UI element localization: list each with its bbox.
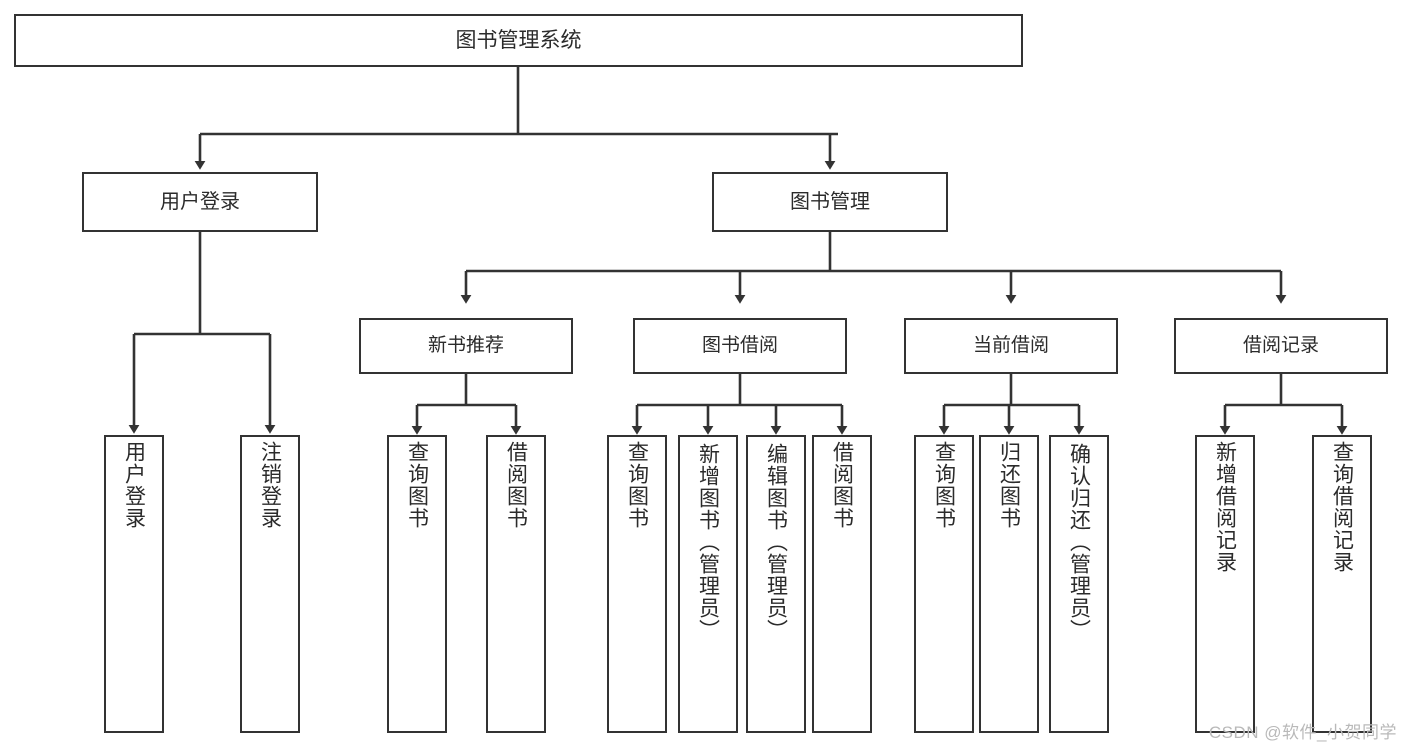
node-label: 归还图书 <box>997 441 1021 529</box>
node-label: 图书管理 <box>790 190 870 213</box>
leaf-borrow-book[interactable]: 借阅图书 <box>812 435 872 733</box>
watermark: CSDN @软件_小贺同学 <box>1208 723 1397 742</box>
node-new-book-recommend[interactable]: 新书推荐 <box>359 318 573 374</box>
leaf-confirm-return-admin[interactable]: 确认归还（管理员） <box>1049 435 1109 733</box>
node-label: 新增图书（管理员） <box>696 443 720 641</box>
node-book-management[interactable]: 图书管理 <box>712 172 948 232</box>
node-borrow-record[interactable]: 借阅记录 <box>1174 318 1388 374</box>
node-label: 借阅图书 <box>830 441 854 529</box>
leaf-query-book-recommend[interactable]: 查询图书 <box>387 435 447 733</box>
leaf-query-borrow-record[interactable]: 查询借阅记录 <box>1312 435 1372 733</box>
node-label: 确认归还（管理员） <box>1067 443 1091 641</box>
node-label: 注销登录 <box>258 441 282 529</box>
node-label: 查询图书 <box>625 441 649 529</box>
leaf-add-borrow-record[interactable]: 新增借阅记录 <box>1195 435 1255 733</box>
node-label: 用户登录 <box>160 190 240 213</box>
node-root-system[interactable]: 图书管理系统 <box>14 14 1023 67</box>
node-user-login[interactable]: 用户登录 <box>82 172 318 232</box>
node-label: 图书管理系统 <box>455 28 582 52</box>
node-label: 查询图书 <box>932 441 956 529</box>
node-label: 编辑图书（管理员） <box>764 443 788 641</box>
node-label: 借阅记录 <box>1242 335 1319 357</box>
leaf-return-book[interactable]: 归还图书 <box>979 435 1039 733</box>
node-current-borrow[interactable]: 当前借阅 <box>904 318 1118 374</box>
node-label: 图书借阅 <box>701 335 778 357</box>
node-label: 新书推荐 <box>427 335 504 357</box>
leaf-query-book-current[interactable]: 查询图书 <box>914 435 974 733</box>
node-label: 查询借阅记录 <box>1330 441 1354 573</box>
node-book-borrow[interactable]: 图书借阅 <box>633 318 847 374</box>
node-label: 当前借阅 <box>972 335 1049 357</box>
node-label: 用户登录 <box>122 441 146 529</box>
leaf-query-book-borrow[interactable]: 查询图书 <box>607 435 667 733</box>
node-label: 新增借阅记录 <box>1213 441 1237 573</box>
leaf-user-login[interactable]: 用户登录 <box>104 435 164 733</box>
leaf-add-book-admin[interactable]: 新增图书（管理员） <box>678 435 738 733</box>
node-label: 借阅图书 <box>504 441 528 529</box>
node-label: 查询图书 <box>405 441 429 529</box>
leaf-borrow-book-recommend[interactable]: 借阅图书 <box>486 435 546 733</box>
leaf-user-logout[interactable]: 注销登录 <box>240 435 300 733</box>
leaf-edit-book-admin[interactable]: 编辑图书（管理员） <box>746 435 806 733</box>
